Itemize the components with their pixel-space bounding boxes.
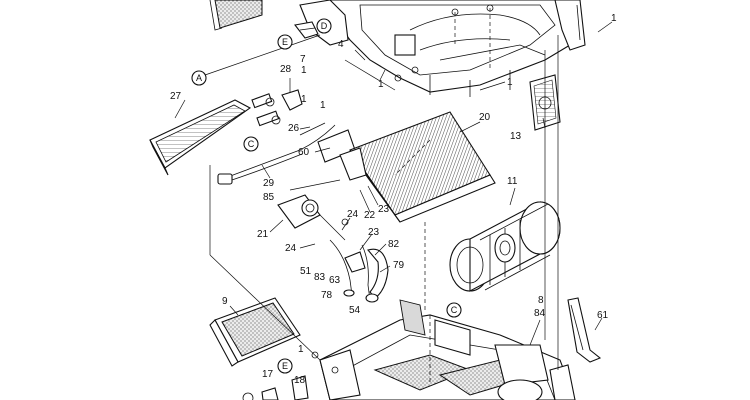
callout-e: E bbox=[277, 358, 293, 374]
label-8: 8 bbox=[538, 295, 544, 306]
svg-text:A: A bbox=[196, 73, 202, 83]
assembly-guide-lines bbox=[209, 35, 559, 370]
label-20: 20 bbox=[479, 112, 491, 123]
label-23: 23 bbox=[378, 204, 390, 215]
evaporator-core bbox=[339, 111, 496, 223]
clip-7 bbox=[294, 21, 319, 39]
label-1: 1 bbox=[320, 100, 326, 111]
label-1: 1 bbox=[611, 13, 617, 24]
label-13: 13 bbox=[510, 131, 522, 142]
label-24: 24 bbox=[285, 243, 297, 254]
svg-text:C: C bbox=[248, 139, 255, 149]
label-1-under-7: 1 bbox=[301, 65, 307, 76]
bracket-61 bbox=[567, 297, 602, 363]
label-79: 79 bbox=[393, 260, 405, 271]
label-82: 82 bbox=[388, 239, 400, 250]
callout-c: C bbox=[446, 302, 462, 318]
svg-text:C: C bbox=[451, 305, 458, 315]
part-number-labels: 1 1 1 1 1 1 4 7 1 8 84 9 11 13 17 18 20 … bbox=[170, 13, 617, 386]
label-83: 83 bbox=[314, 272, 326, 283]
lower-housing bbox=[311, 299, 576, 400]
heater-core bbox=[149, 93, 281, 176]
label-60: 60 bbox=[298, 147, 310, 158]
label-84: 84 bbox=[534, 308, 546, 319]
cabin-filter bbox=[209, 297, 301, 367]
label-28: 28 bbox=[280, 64, 292, 75]
label-26: 26 bbox=[288, 123, 300, 134]
callout-e: E bbox=[277, 34, 293, 50]
label-7: 7 bbox=[300, 54, 306, 65]
upper-housing bbox=[299, 0, 586, 97]
label-22: 22 bbox=[364, 210, 376, 221]
label-1: 1 bbox=[301, 94, 307, 105]
label-29: 29 bbox=[263, 178, 275, 189]
wiring-harness bbox=[217, 122, 356, 185]
svg-text:E: E bbox=[282, 37, 288, 47]
label-78: 78 bbox=[321, 290, 333, 301]
label-1: 1 bbox=[298, 344, 304, 355]
callout-a: A bbox=[191, 70, 207, 86]
svg-text:E: E bbox=[282, 361, 288, 371]
label-21: 21 bbox=[257, 229, 269, 240]
expansion-valve bbox=[277, 179, 349, 241]
callout-d: D bbox=[316, 18, 332, 34]
svg-text:D: D bbox=[321, 21, 328, 31]
label-18: 18 bbox=[294, 375, 306, 386]
label-51: 51 bbox=[300, 266, 312, 277]
label-11: 11 bbox=[507, 176, 518, 187]
upper-filter-fragment bbox=[209, 0, 263, 31]
label-85: 85 bbox=[263, 192, 275, 203]
label-1: 1 bbox=[378, 79, 384, 90]
label-1: 1 bbox=[507, 77, 513, 88]
label-4: 4 bbox=[338, 39, 344, 50]
blower-motor-fan bbox=[449, 201, 561, 292]
label-23: 23 bbox=[368, 227, 380, 238]
label-24: 24 bbox=[347, 209, 359, 220]
label-17: 17 bbox=[262, 369, 274, 380]
refrigerant-pipes bbox=[329, 239, 389, 303]
label-63: 63 bbox=[329, 275, 341, 286]
bracket-28 bbox=[281, 78, 303, 111]
label-27: 27 bbox=[170, 91, 182, 102]
label-9: 9 bbox=[222, 296, 228, 307]
label-61: 61 bbox=[597, 310, 609, 321]
leader-lines bbox=[174, 21, 613, 346]
label-54: 54 bbox=[349, 305, 361, 316]
lower-left-clips bbox=[242, 375, 309, 400]
callout-c: C bbox=[243, 136, 259, 152]
